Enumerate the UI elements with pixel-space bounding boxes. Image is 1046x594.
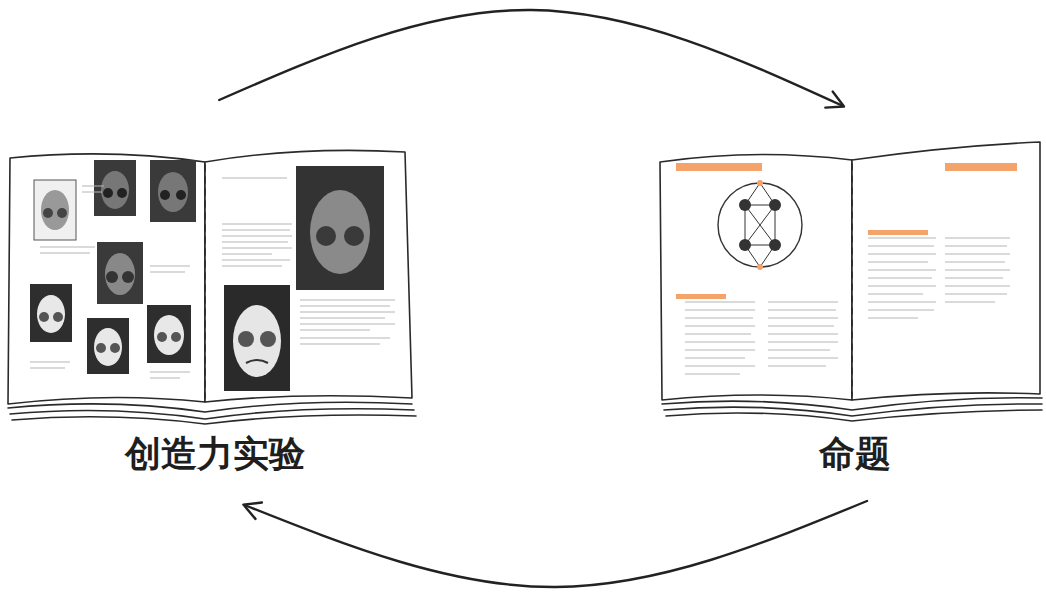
book-node: 创造力实验 (5, 140, 425, 475)
spine (851, 164, 853, 396)
book-page (8, 154, 205, 404)
book-page (852, 142, 1040, 400)
cycle-arrow (219, 10, 843, 106)
face-photos (30, 160, 384, 391)
right-book-details (676, 163, 1017, 299)
text-lines (30, 178, 1010, 378)
page-stack (662, 398, 1042, 421)
book-page (660, 154, 852, 400)
book-caption: 命题 (655, 432, 1046, 475)
cycle-arrow (244, 501, 867, 587)
spine (204, 165, 206, 398)
page-stack (8, 402, 416, 424)
book-node: 命题 (655, 140, 1046, 475)
book-page (205, 150, 412, 402)
book-caption: 创造力实验 (5, 432, 425, 475)
